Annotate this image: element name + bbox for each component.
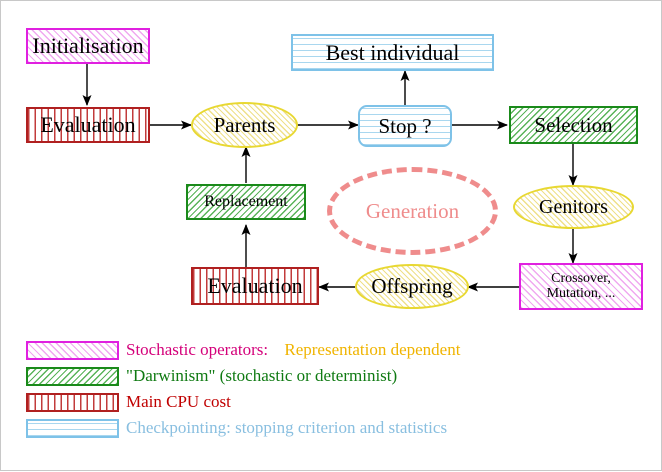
node-selection-label: Selection — [534, 112, 613, 137]
node-stop-label: Stop ? — [378, 113, 432, 138]
legend-text-darwinism: "Darwinism" (stochastic or determinist) — [126, 366, 398, 385]
legend-text-stochastic-main: Stochastic operators: — [126, 340, 269, 359]
node-selection[interactable]: Selection — [509, 106, 638, 144]
node-genitors-label: Genitors — [539, 195, 608, 218]
legend-text-stochastic: Stochastic operators: Representation dep… — [126, 340, 460, 360]
legend-swatch-magenta — [26, 340, 119, 360]
legend-text-cpu-cost: Main CPU cost — [126, 392, 231, 411]
node-replacement-label: Replacement — [204, 192, 288, 210]
legend-swatch-red — [26, 392, 119, 412]
node-initialisation[interactable]: Initialisation — [26, 28, 150, 64]
node-offspring[interactable]: Offspring — [355, 264, 469, 309]
legend-text-checkpointing: Checkpointing: stopping criterion and st… — [126, 418, 448, 437]
node-genitors[interactable]: Genitors — [513, 185, 634, 229]
legend-swatch-green — [26, 366, 119, 386]
node-best-individual-label: Best individual — [325, 39, 460, 65]
node-parents[interactable]: Parents — [191, 102, 298, 148]
node-crossover-mutation[interactable]: Crossover, Mutation, ... — [519, 263, 643, 310]
node-evaluation-bottom[interactable]: Evaluation — [191, 267, 319, 305]
legend-row-stochastic: Stochastic operators: Representation dep… — [1, 337, 662, 363]
node-crossover-mutation-line2: Mutation, ... — [546, 285, 616, 301]
node-crossover-mutation-line1: Crossover, — [551, 270, 611, 286]
node-best-individual[interactable]: Best individual — [291, 34, 494, 71]
node-generation: Generation — [327, 167, 498, 255]
legend-swatch-blue — [26, 418, 119, 438]
node-evaluation-bottom-label: Evaluation — [207, 273, 303, 299]
node-generation-label: Generation — [365, 198, 460, 223]
node-stop[interactable]: Stop ? — [358, 105, 452, 147]
legend-row-darwinism: "Darwinism" (stochastic or determinist) — [1, 363, 662, 389]
node-parents-label: Parents — [213, 112, 276, 137]
legend-text-stochastic-sub: Representation dependent — [284, 340, 461, 359]
node-evaluation-top-label: Evaluation — [40, 112, 136, 138]
node-evaluation-top[interactable]: Evaluation — [26, 107, 150, 143]
node-initialisation-label: Initialisation — [32, 33, 144, 59]
legend-row-checkpointing: Checkpointing: stopping criterion and st… — [1, 415, 662, 441]
legend-row-cpu-cost: Main CPU cost — [1, 389, 662, 415]
node-offspring-label: Offspring — [371, 274, 453, 299]
legend: Stochastic operators: Representation dep… — [1, 337, 662, 441]
node-replacement[interactable]: Replacement — [186, 184, 306, 220]
